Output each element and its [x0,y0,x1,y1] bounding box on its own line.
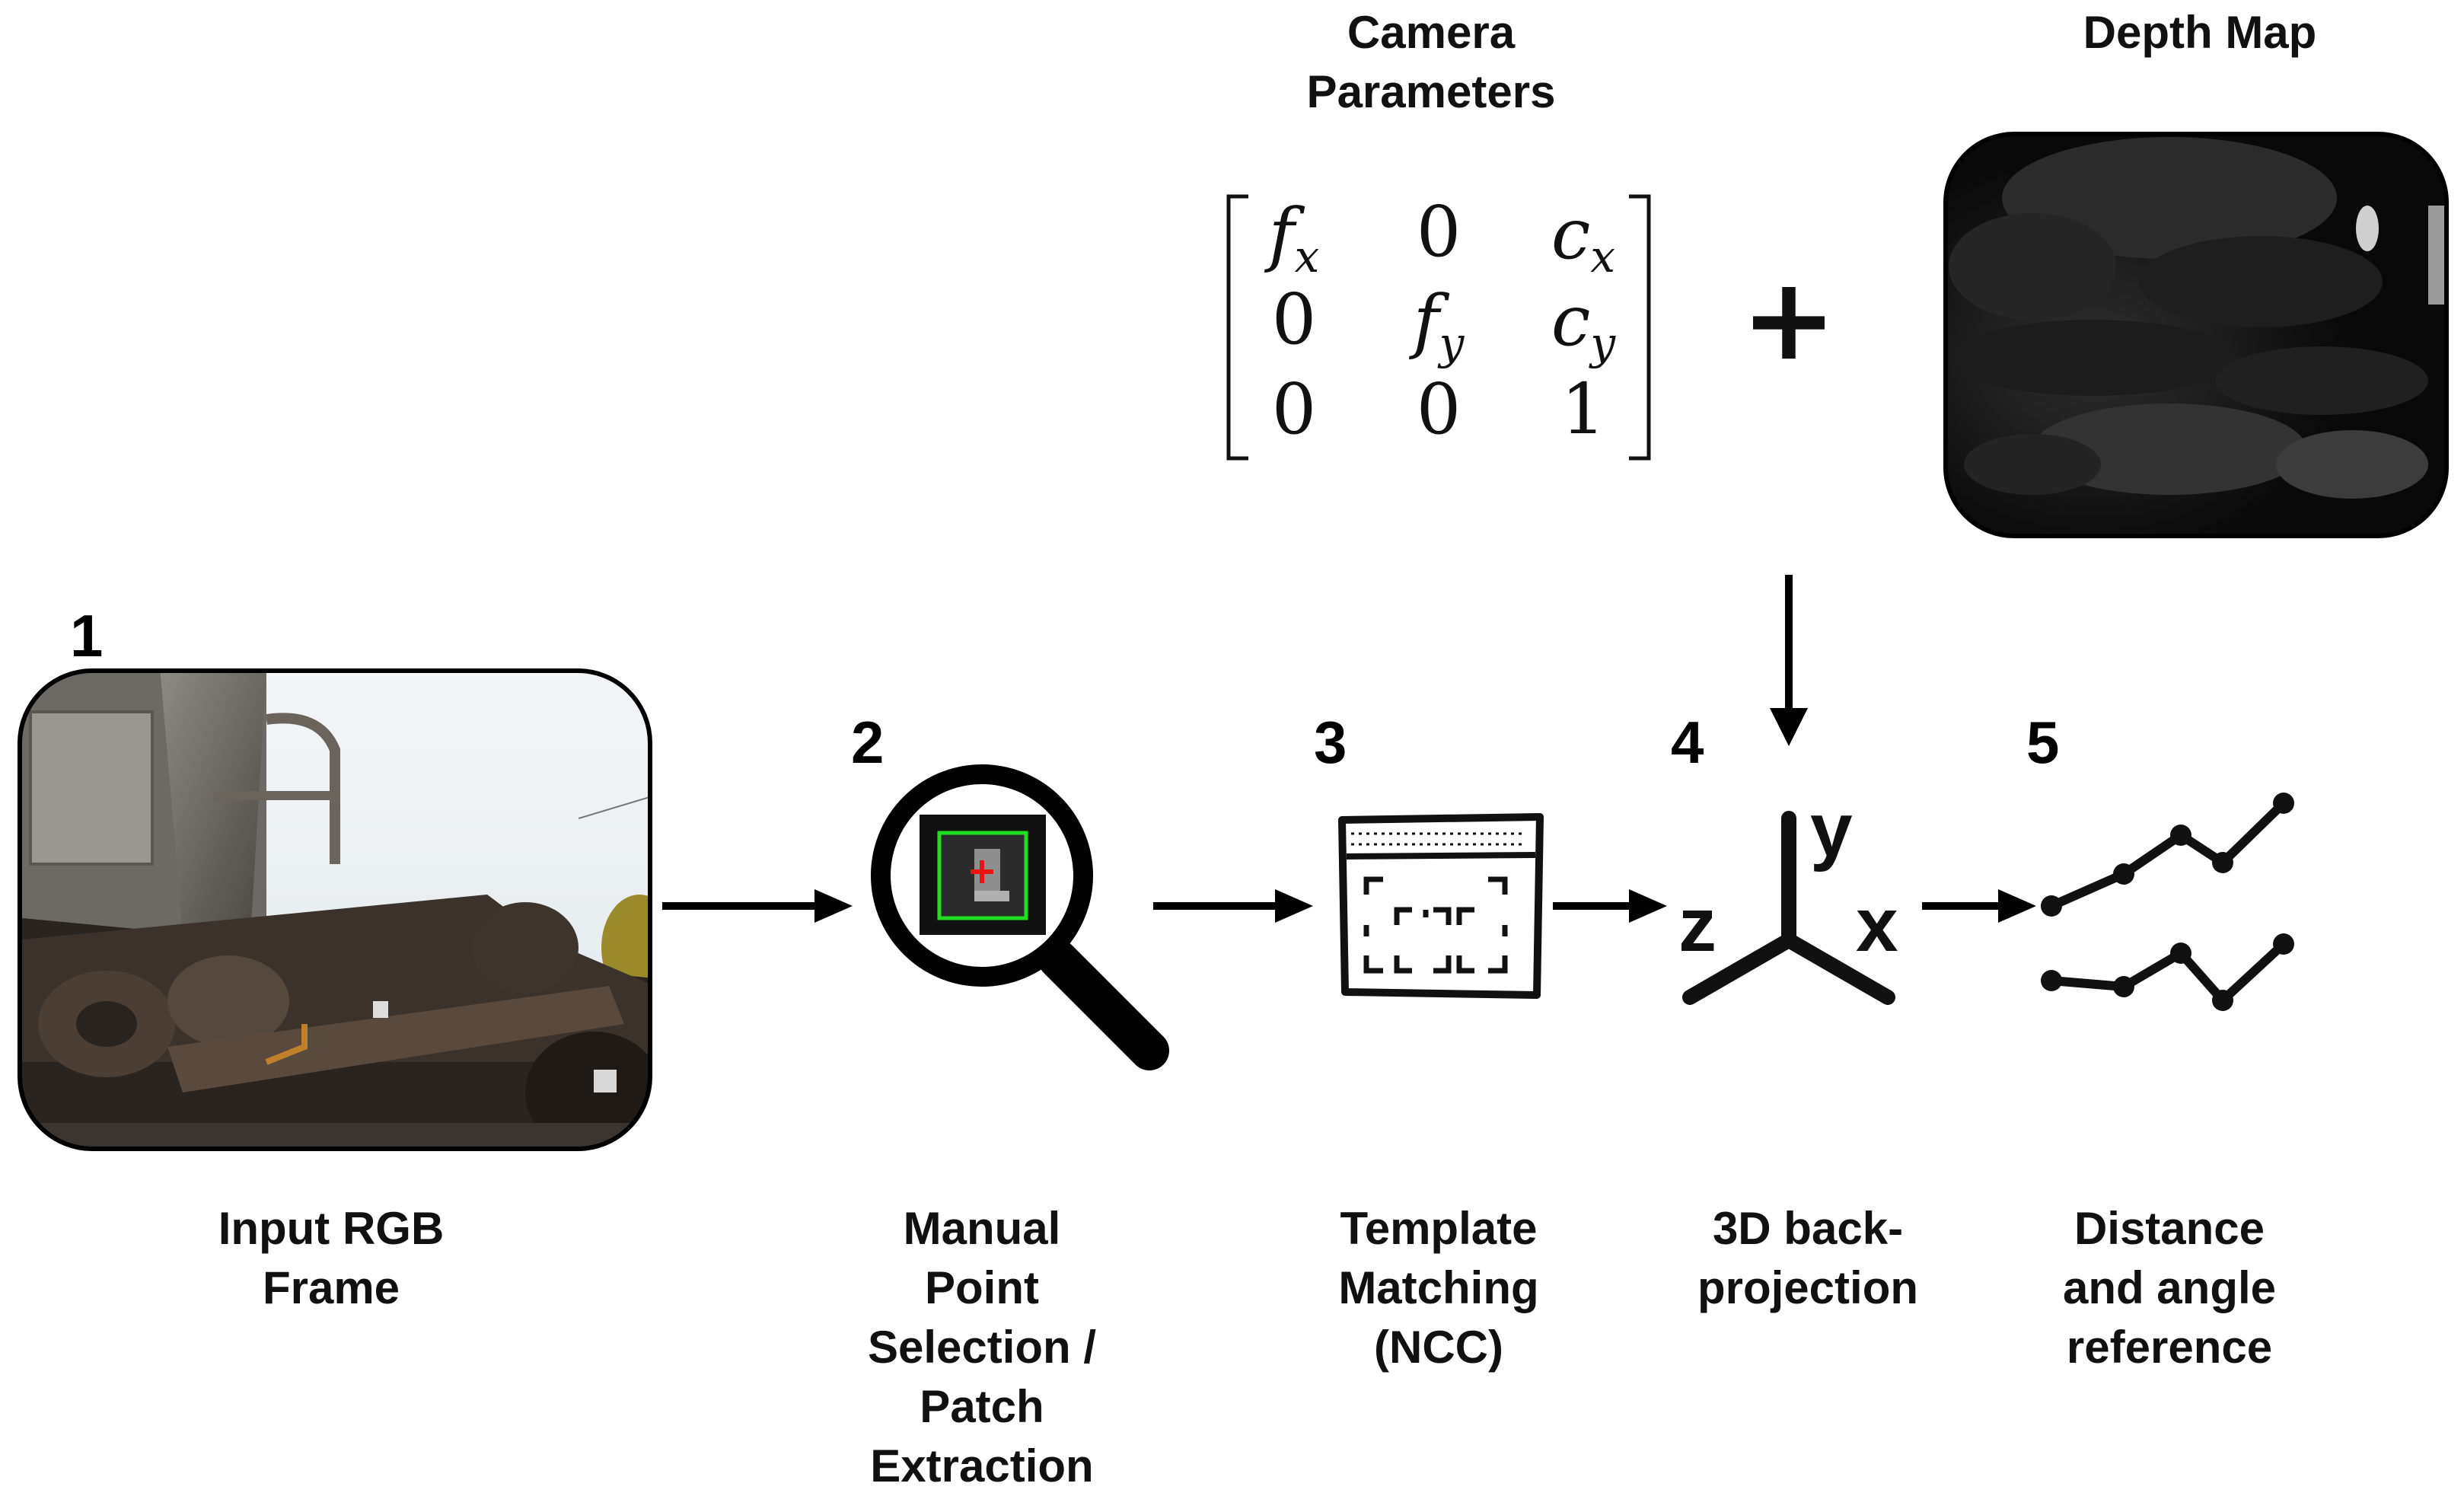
matrix-cell-1-0: 0 [1271,279,1317,360]
matrix-cell-fx: fx [1268,193,1320,283]
matrix-cell-fy: fy [1413,280,1465,370]
input-rgb-frame-image [18,668,652,1151]
matrix-cell-0-1: 0 [1416,191,1462,273]
step-3-number: 3 [1314,709,1347,776]
line-chart-icon [2041,793,2294,1011]
step-2-label: Manual Point Selection / Patch Extractio… [867,1203,1097,1491]
step-3-label: Template Matching (NCC) [1338,1203,1539,1373]
axis-y-label: y [1810,787,1853,872]
step-1-label: Input RGB Frame [218,1203,445,1313]
depth-map-title: Depth Map [2083,7,2317,58]
step-2-number: 2 [851,709,885,776]
magnifier-icon [871,764,1169,1070]
arrow-4-to-5 [1922,889,2036,923]
matrix-cell-cy: cy [1551,280,1616,370]
arrow-3-to-4 [1553,889,1667,923]
matrix-brackets [1226,194,1651,461]
step-4-number: 4 [1671,709,1704,776]
axis-x-label: x [1856,882,1898,968]
matrix-cell-2-2: 1 [1560,368,1606,450]
plus-symbol: + [1741,254,1837,386]
matrix-cell-2-0: 0 [1271,368,1317,450]
step-1-number: 1 [70,602,104,669]
axis-z-label: z [1678,882,1717,968]
template-matching-icon [1338,813,1544,999]
step-5-label: Distance and angle reference [2062,1203,2277,1373]
step-5-number: 5 [2026,709,2060,776]
3d-axes-icon [1682,811,1895,1005]
depth-map-image [1943,132,2449,538]
arrow-2-to-3 [1153,889,1313,923]
camera-parameters-title: Camera Parameters [1306,7,1556,117]
down-arrow [1770,575,1808,746]
matrix-cell-2-1: 0 [1416,368,1462,450]
matrix-cell-cx: cx [1551,193,1616,283]
arrow-1-to-2 [662,889,853,923]
step-4-label: 3D back- projection [1697,1203,1918,1313]
